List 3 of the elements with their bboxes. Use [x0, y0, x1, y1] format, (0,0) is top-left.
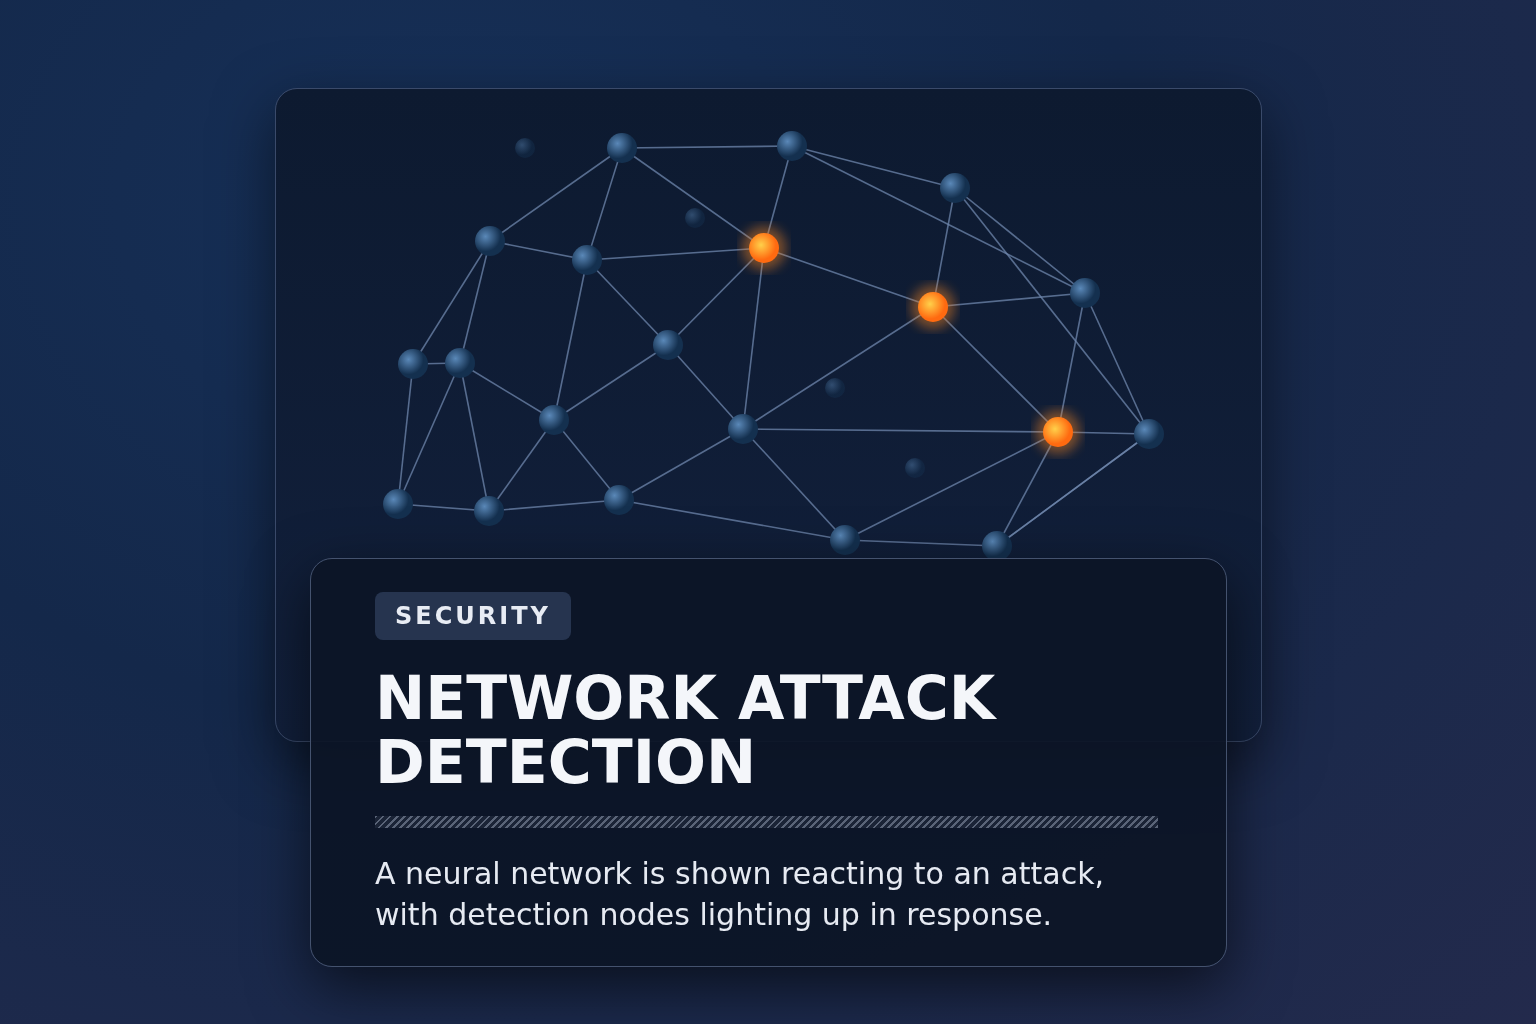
- caption: A neural network is shown reacting to an attack, with detection nodes lighting up in response.: [375, 855, 1106, 934]
- title: NETWORK ATTACK DETECTION: [375, 666, 998, 794]
- category-tag: SECURITY: [375, 592, 571, 640]
